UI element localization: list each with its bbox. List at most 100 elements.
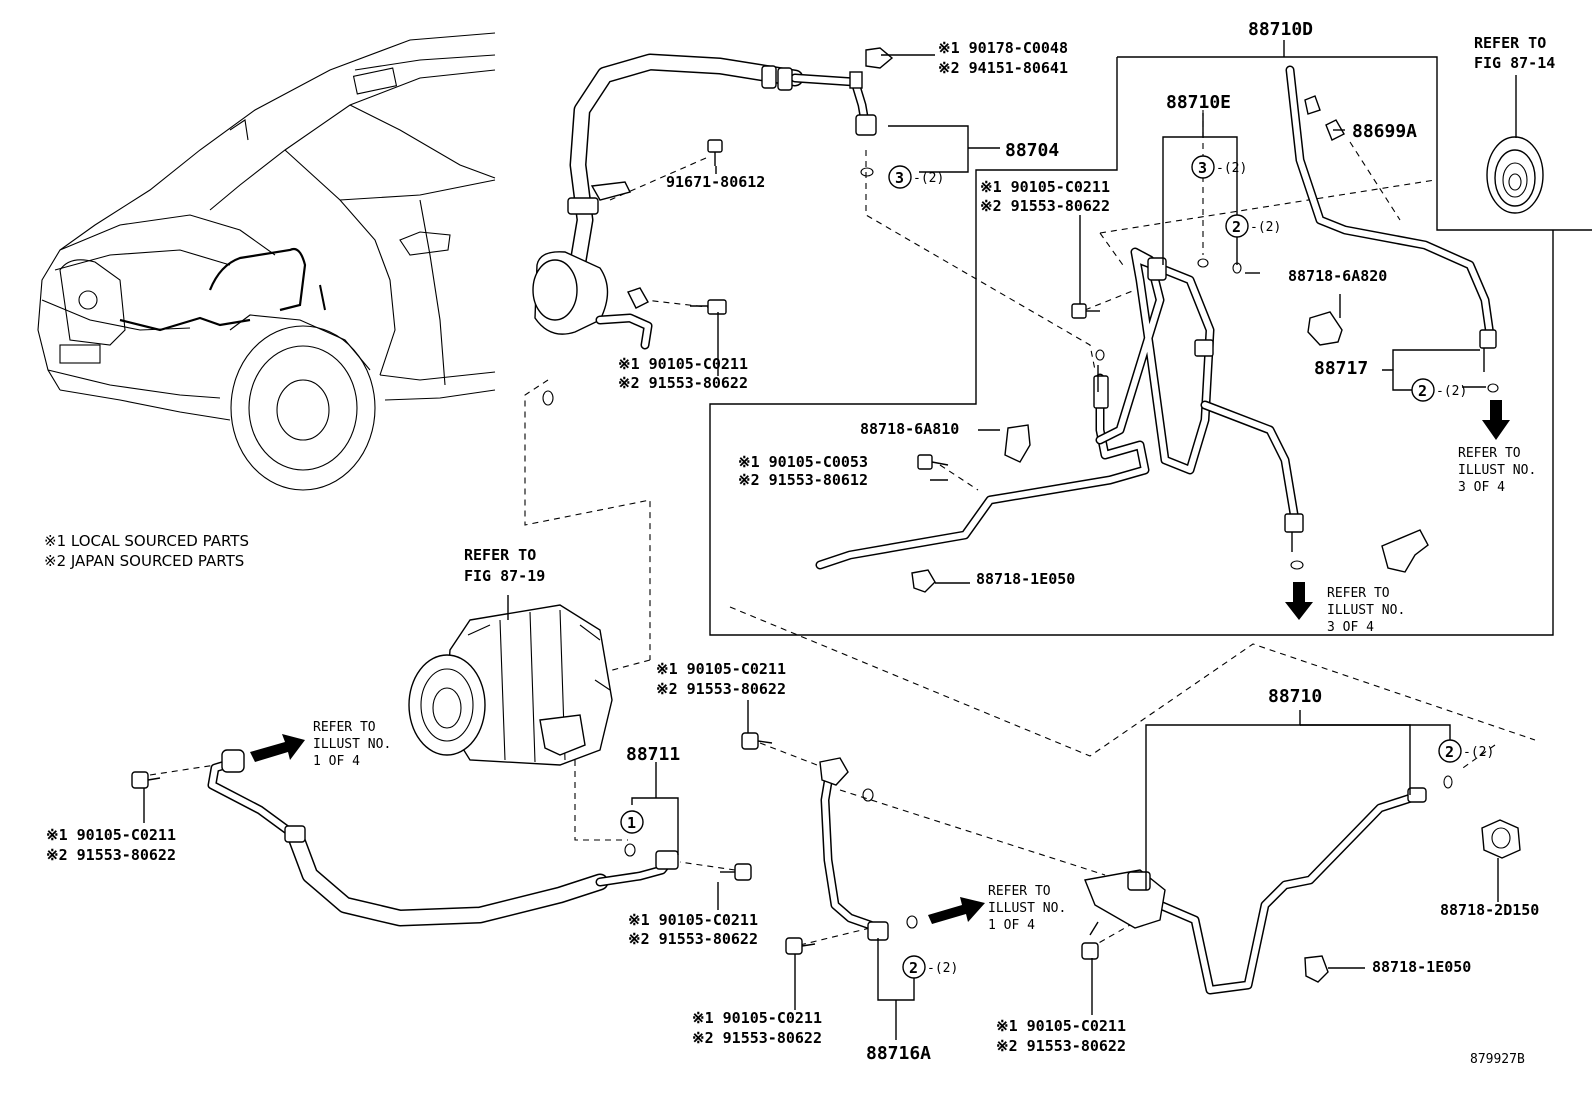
- grommet-icon: [1486, 136, 1544, 214]
- svg-text:2: 2: [1418, 382, 1427, 400]
- note-japan-sourced: ※2 JAPAN SOURCED PARTS: [44, 552, 244, 570]
- part-pair-mid[interactable]: ※1 90105-C0211 ※2 91553-80622: [980, 178, 1110, 215]
- callout-88718-6a820[interactable]: 88718-6A820: [1288, 267, 1387, 285]
- svg-text:-(2): -(2): [1250, 220, 1281, 235]
- svg-text:REFER TO: REFER TO: [988, 884, 1051, 899]
- refer-fig-87-14[interactable]: REFER TO FIG 87-14: [1474, 34, 1555, 72]
- callout-88718-2d150[interactable]: 88718-2D150: [1440, 901, 1539, 919]
- svg-text:3 OF 4: 3 OF 4: [1327, 620, 1374, 635]
- vehicle-illustration: [37, 32, 496, 491]
- svg-text:ILLUST NO.: ILLUST NO.: [1458, 463, 1536, 478]
- oring-marker-2a: 2 -(2): [1225, 214, 1281, 238]
- svg-text:3 OF 4: 3 OF 4: [1458, 480, 1505, 495]
- svg-text:REFER TO: REFER TO: [464, 546, 536, 564]
- refer-fig-87-19[interactable]: REFER TO FIG 87-19: [464, 546, 545, 585]
- compressor: [408, 595, 613, 766]
- bolt-icon: [690, 139, 727, 315]
- oring-marker-2c: 2 -(2): [902, 955, 958, 979]
- callout-88704[interactable]: 88704: [1005, 140, 1059, 161]
- callout-88718-6a810[interactable]: 88718-6A810: [860, 420, 959, 438]
- tube-88710: [1084, 787, 1427, 995]
- refer-illust-3-of-4-b[interactable]: REFER TO ILLUST NO. 3 OF 4: [1327, 586, 1405, 635]
- svg-text:※2 94151-80641: ※2 94151-80641: [938, 59, 1068, 77]
- callout-88710[interactable]: 88710: [1268, 686, 1322, 707]
- part-pair-left[interactable]: ※1 90105-C0211 ※2 91553-80622: [46, 826, 176, 864]
- svg-text:2: 2: [1232, 218, 1241, 236]
- callout-88718-1e050-b[interactable]: 88718-1E050: [1372, 958, 1471, 976]
- oring-marker-3a: 3 -(2): [888, 165, 944, 189]
- svg-text:※1 90105-C0211: ※1 90105-C0211: [46, 826, 176, 844]
- svg-text:ILLUST NO.: ILLUST NO.: [313, 737, 391, 752]
- svg-text:※1 90105-C0211: ※1 90105-C0211: [996, 1017, 1126, 1035]
- svg-text:-(2): -(2): [1463, 745, 1494, 760]
- callout-88716a[interactable]: 88716A: [866, 1043, 931, 1064]
- callout-88718-1e050-a[interactable]: 88718-1E050: [976, 570, 1075, 588]
- svg-text:1 OF 4: 1 OF 4: [313, 754, 360, 769]
- part-pair-88710[interactable]: ※1 90105-C0211 ※2 91553-80622: [996, 1017, 1126, 1055]
- svg-text:※2 91553-80622: ※2 91553-80622: [656, 680, 786, 698]
- bolt-icon: [131, 732, 1099, 960]
- svg-text:※1 90105-C0053: ※1 90105-C0053: [738, 453, 868, 471]
- svg-text:ILLUST NO.: ILLUST NO.: [1327, 603, 1405, 618]
- note-local-sourced: ※1 LOCAL SOURCED PARTS: [44, 532, 249, 550]
- svg-text:※1 90105-C0211: ※1 90105-C0211: [980, 178, 1110, 196]
- fitting-icon: [1304, 819, 1521, 983]
- svg-text:※1 90105-C0211: ※1 90105-C0211: [692, 1009, 822, 1027]
- callout-88710e[interactable]: 88710E: [1166, 92, 1231, 113]
- refer-illust-1-of-4-b[interactable]: REFER TO ILLUST NO. 1 OF 4: [988, 884, 1066, 933]
- o-ring-icon: [862, 788, 874, 802]
- svg-text:※1 90105-C0211: ※1 90105-C0211: [618, 355, 748, 373]
- part-pair-top[interactable]: ※1 90178-C0048 ※2 94151-80641: [938, 39, 1068, 77]
- dashed-leader-lines: [149, 110, 1536, 949]
- svg-text:※1 90105-C0211: ※1 90105-C0211: [628, 911, 758, 929]
- svg-text:-(2): -(2): [1216, 161, 1247, 176]
- o-ring-icon: [1095, 349, 1105, 361]
- refer-illust-1-of-4-a[interactable]: REFER TO ILLUST NO. 1 OF 4: [313, 720, 391, 769]
- svg-text:※2 91553-80622: ※2 91553-80622: [46, 846, 176, 864]
- svg-text:-(2): -(2): [1436, 384, 1467, 399]
- svg-text:ILLUST NO.: ILLUST NO.: [988, 901, 1066, 916]
- bolt-icon: [917, 119, 1345, 470]
- callout-88699a[interactable]: 88699A: [1352, 121, 1417, 142]
- refer-illust-3-of-4-a[interactable]: REFER TO ILLUST NO. 3 OF 4: [1458, 446, 1536, 495]
- oring-marker-3b: 3 -(2): [1191, 155, 1247, 179]
- callout-88717[interactable]: 88717: [1314, 358, 1368, 379]
- tube-88710d: [1285, 65, 1497, 372]
- discharge-hose-88711: [207, 749, 679, 927]
- frame-88710d-top: [1117, 56, 1592, 231]
- svg-text:FIG 87-14: FIG 87-14: [1474, 54, 1555, 72]
- callout-91671-80612[interactable]: 91671-80612: [666, 173, 765, 191]
- callout-88711[interactable]: 88711: [626, 744, 680, 765]
- part-pair-88711[interactable]: ※1 90105-C0211 ※2 91553-80622: [628, 911, 758, 948]
- svg-text:REFER TO: REFER TO: [1327, 586, 1390, 601]
- callout-88710d[interactable]: 88710D: [1248, 19, 1313, 40]
- part-pair-compressor[interactable]: ※1 90105-C0211 ※2 91553-80622: [656, 660, 786, 698]
- oring-marker-2d: 2 -(2): [1438, 739, 1494, 763]
- arrow-down-icon: [1482, 400, 1510, 440]
- svg-text:※2 91553-80622: ※2 91553-80622: [628, 930, 758, 948]
- arrow-right-icon: [250, 734, 305, 762]
- svg-text:FIG 87-19: FIG 87-19: [464, 567, 545, 585]
- tube-88716a: [819, 757, 889, 941]
- o-ring-icon: [860, 167, 874, 177]
- svg-text:REFER TO: REFER TO: [1474, 34, 1546, 52]
- part-pair-receiver[interactable]: ※1 90105-C0211 ※2 91553-80622: [618, 355, 748, 392]
- frame-88710d-outline: [709, 57, 1554, 636]
- part-pair-c0053[interactable]: ※1 90105-C0053 ※2 91553-80612: [738, 453, 868, 489]
- svg-text:-(2): -(2): [913, 171, 944, 186]
- clamp-icon: [911, 311, 1429, 593]
- svg-text:1 OF 4: 1 OF 4: [988, 918, 1035, 933]
- receiver-tank: [532, 251, 653, 350]
- svg-text:1: 1: [627, 814, 636, 832]
- liquid-tube-88704: [567, 47, 894, 271]
- o-ring-icon: [624, 843, 636, 857]
- o-ring-icon: [1487, 383, 1499, 393]
- o-ring-icon: [906, 915, 918, 929]
- svg-text:2: 2: [1445, 743, 1454, 761]
- o-ring-icon: [1443, 775, 1453, 789]
- part-pair-88716a[interactable]: ※1 90105-C0211 ※2 91553-80622: [692, 1009, 822, 1047]
- o-ring-icon: [1197, 258, 1209, 268]
- oring-marker-1: 1: [620, 810, 644, 834]
